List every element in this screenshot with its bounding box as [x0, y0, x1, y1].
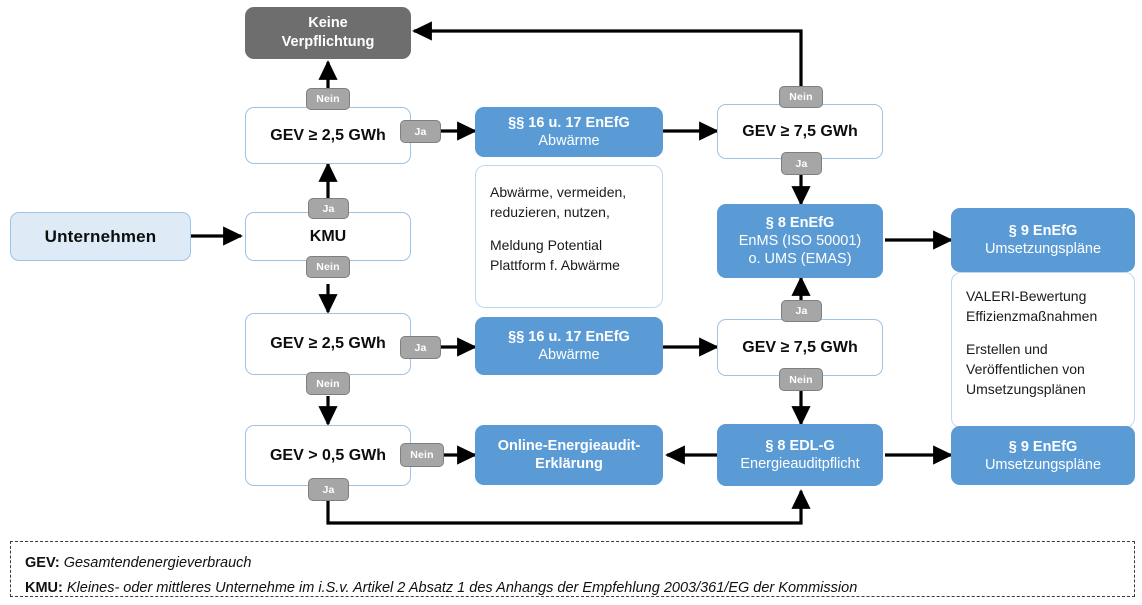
node-gev-25-bottom[interactable]: GEV ≥ 2,5 GWh	[245, 313, 411, 375]
note-abwaerme-line-1: Abwärme, vermeiden,	[490, 184, 627, 200]
node-par8-enefg[interactable]: § 8 EnEfG EnMS (ISO 50001) o. UMS (EMAS)	[717, 204, 883, 278]
node-par8-edlg-line-1: § 8 EDL-G	[765, 438, 835, 454]
badge-kmu-nein: Nein	[306, 256, 350, 278]
node-gev-05-label: GEV > 0,5 GWh	[269, 446, 387, 464]
note-umsetzung-line-5: Umsetzungsplänen	[966, 381, 1086, 397]
note-umsetzung-line-2: Effizienzmaßnahmen	[966, 308, 1098, 324]
node-par9-top[interactable]: § 9 EnEfG Umsetzungspläne	[951, 208, 1135, 272]
node-abwaerme-top-line-2: Abwärme	[538, 133, 600, 149]
note-abwaerme-line-3: Meldung Potential	[490, 237, 603, 253]
note-abwaerme-line-4: Plattform f. Abwärme	[490, 257, 620, 273]
note-umsetzung: VALERI-Bewertung Effizienzmaßnahmen Erst…	[951, 272, 1135, 428]
legend-key-kmu: KMU	[25, 580, 59, 596]
node-kmu-label: KMU	[309, 227, 347, 245]
note-umsetzung-line-4: Veröffentlichen von	[966, 361, 1085, 377]
node-par8-edlg-line-2: Energieauditpflicht	[740, 456, 860, 472]
node-abwaerme-bottom-line-2: Abwärme	[538, 347, 600, 363]
node-gev-25-top[interactable]: GEV ≥ 2,5 GWh	[245, 107, 411, 164]
legend-value-gev: Gesamtendenergieverbrauch	[63, 555, 252, 571]
node-kmu[interactable]: KMU	[245, 212, 411, 261]
node-online-energieaudit-line-2: Erklärung	[535, 456, 603, 472]
badge-gev75bot-ja: Ja	[781, 300, 822, 322]
node-unternehmen[interactable]: Unternehmen	[10, 212, 191, 261]
badge-gev75top-nein: Nein	[779, 86, 823, 108]
note-abwaerme-line-2: reduzieren, nutzen,	[490, 204, 610, 220]
node-keine-verpflichtung-line-2: Verpflichtung	[281, 34, 375, 50]
node-gev-75-top-label: GEV ≥ 7,5 GWh	[742, 122, 858, 140]
node-online-energieaudit[interactable]: Online-Energieaudit- Erklärung	[475, 425, 663, 485]
node-par8-enefg-line-1: § 8 EnEfG	[765, 215, 835, 231]
node-keine-verpflichtung-line-1: Keine	[308, 15, 348, 31]
node-par8-enefg-line-2: EnMS (ISO 50001)	[738, 233, 862, 249]
badge-gev75bot-nein: Nein	[779, 368, 823, 391]
node-par9-bottom-line-2: Umsetzungspläne	[984, 456, 1102, 473]
node-abwaerme-bottom[interactable]: §§ 16 u. 17 EnEfG Abwärme	[475, 317, 663, 375]
note-abwaerme: Abwärme, vermeiden, reduzieren, nutzen, …	[475, 165, 663, 308]
note-umsetzung-line-1: VALERI-Bewertung	[966, 288, 1087, 304]
badge-gev05-ja: Ja	[308, 478, 349, 501]
legend-sep-kmu: :	[58, 580, 67, 596]
node-gev-25-top-label: GEV ≥ 2,5 GWh	[270, 126, 386, 144]
node-gev-75-bottom-label: GEV ≥ 7,5 GWh	[742, 338, 858, 356]
node-gev-05[interactable]: GEV > 0,5 GWh	[245, 425, 411, 486]
node-par9-bottom-line-1: § 9 EnEfG	[1008, 438, 1078, 455]
legend-key-gev: GEV	[25, 555, 55, 571]
node-gev-25-bottom-label: GEV ≥ 2,5 GWh	[270, 335, 386, 352]
node-gev-75-top[interactable]: GEV ≥ 7,5 GWh	[717, 104, 883, 159]
legend-box: GEV: Gesamtendenergieverbrauch KMU: Klei…	[10, 541, 1135, 597]
node-abwaerme-bottom-line-1: §§ 16 u. 17 EnEfG	[508, 329, 630, 345]
badge-gev75top-ja: Ja	[781, 152, 822, 175]
node-par9-top-line-2: Umsetzungspläne	[984, 241, 1102, 257]
node-par9-bottom[interactable]: § 9 EnEfG Umsetzungspläne	[951, 426, 1135, 485]
node-keine-verpflichtung[interactable]: Keine Verpflichtung	[245, 7, 411, 59]
badge-kmu-ja: Ja	[308, 198, 349, 219]
legend-row-gev: GEV: Gesamtendenergieverbrauch	[25, 551, 1120, 576]
node-online-energieaudit-line-1: Online-Energieaudit-	[497, 438, 641, 454]
note-umsetzung-line-3: Erstellen und	[966, 341, 1048, 357]
node-par8-enefg-line-3: o. UMS (EMAS)	[748, 251, 852, 267]
badge-gev05-nein: Nein	[400, 443, 444, 467]
badge-gev25bot-ja: Ja	[400, 336, 441, 359]
node-abwaerme-top[interactable]: §§ 16 u. 17 EnEfG Abwärme	[475, 107, 663, 157]
badge-gev25top-ja: Ja	[400, 120, 441, 143]
node-par9-top-line-1: § 9 EnEfG	[1008, 223, 1078, 239]
legend-row-kmu: KMU: Kleines- oder mittleres Unternehme …	[25, 576, 1120, 601]
node-par8-edlg[interactable]: § 8 EDL-G Energieauditpflicht	[717, 424, 883, 486]
badge-gev25top-nein: Nein	[306, 88, 350, 110]
node-abwaerme-top-line-1: §§ 16 u. 17 EnEfG	[508, 115, 630, 131]
badge-gev25bot-nein: Nein	[306, 372, 350, 395]
node-unternehmen-label: Unternehmen	[44, 226, 157, 246]
legend-sep-gev: :	[54, 555, 64, 571]
legend-value-kmu: Kleines- oder mittleres Unternehme im i.…	[66, 580, 858, 596]
